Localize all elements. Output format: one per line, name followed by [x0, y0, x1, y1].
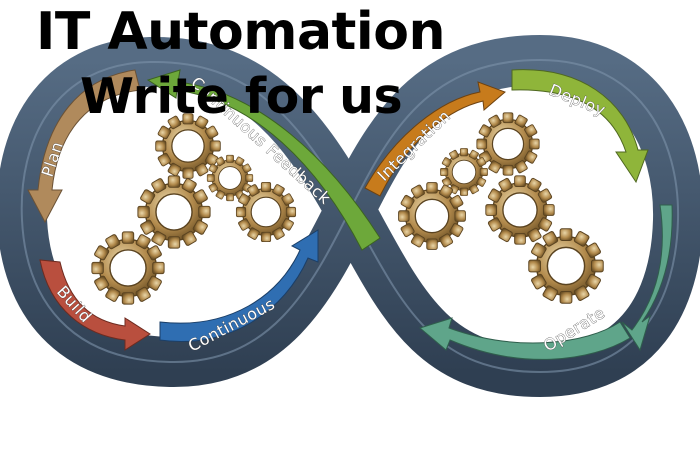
operate-arrow [418, 317, 631, 360]
page-title-line-2: Write for us [80, 68, 403, 125]
gear-icon [528, 228, 604, 304]
build-arrow [39, 259, 151, 351]
gear-icon [137, 175, 211, 249]
deploy-to-operate-arrow [621, 204, 673, 352]
continuous-arrow [159, 229, 319, 342]
stage-arrows [27, 69, 673, 360]
plan-arrow [27, 69, 141, 224]
gear-icon [485, 175, 555, 245]
deploy-arrow [511, 69, 649, 184]
continuous-feedback-arrow [146, 69, 381, 251]
gear-icon [91, 231, 165, 305]
integration-arrow [364, 81, 506, 197]
page-title-line-1: IT Automation [36, 2, 445, 62]
gear-icon [476, 112, 540, 176]
